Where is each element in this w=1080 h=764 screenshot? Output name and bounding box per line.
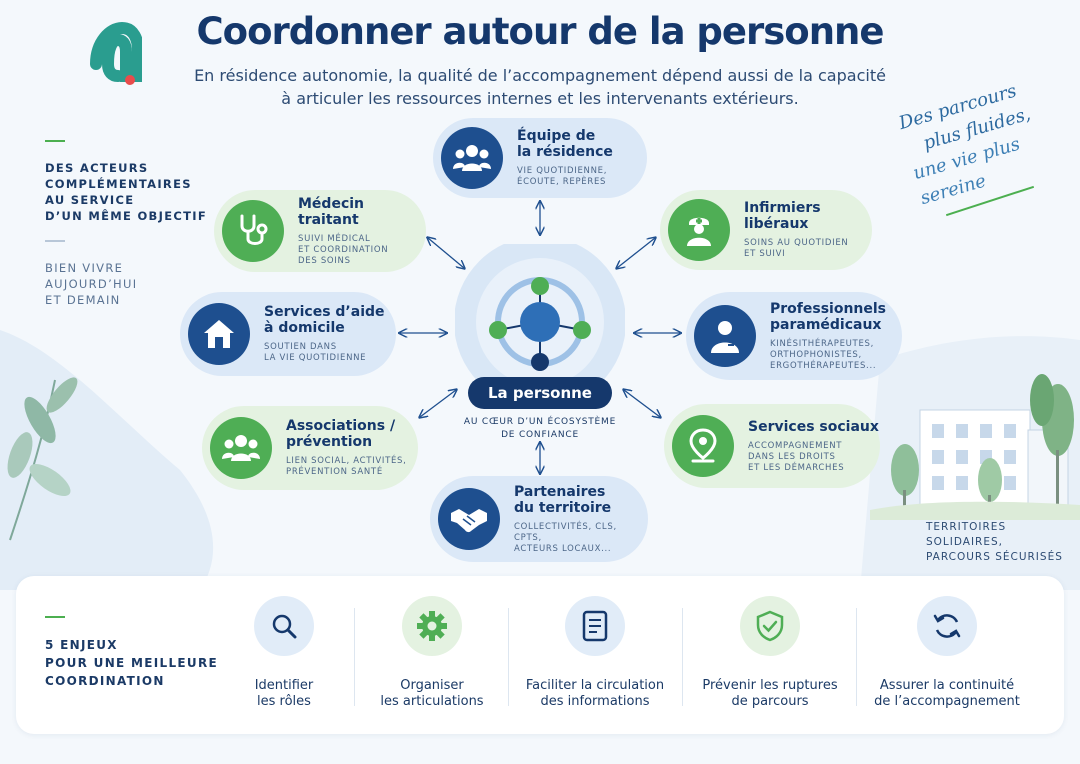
- accent-dash: [45, 140, 65, 142]
- page-subtitle: En résidence autonomie, la qualité de l’…: [180, 64, 900, 110]
- node-description: COLLECTIVITÉS, CLS, CPTS,ACTEURS LOCAUX.…: [514, 521, 617, 554]
- issues-heading-line: POUR UNE MEILLEURE: [45, 656, 218, 670]
- center-subtitle: AU CŒUR D’UN ÉCOSYSTÈME DE CONFIANCE: [440, 416, 640, 442]
- node-associations: Associations /prévention LIEN SOCIAL, AC…: [202, 406, 418, 490]
- gear-icon: [402, 596, 462, 656]
- side-note-line: COMPLÉMENTAIRES: [45, 177, 192, 191]
- side-note-line: AUJOURD’HUI: [45, 277, 138, 291]
- issues-panel: 5 ENJEUX POUR UNE MEILLEURE COORDINATION…: [16, 576, 1064, 734]
- leaf-plant-icon: [7, 377, 78, 541]
- person-badge-icon: [694, 305, 756, 367]
- subtitle-line: En résidence autonomie, la qualité de l’…: [194, 66, 886, 85]
- caption-line: PARCOURS SÉCURISÉS: [926, 551, 1063, 563]
- arrow-medecin: [428, 238, 464, 268]
- search-icon: [254, 596, 314, 656]
- building-illustration: [870, 374, 1080, 520]
- subtitle-line: à articuler les ressources internes et l…: [281, 89, 799, 108]
- node-description: LIEN SOCIAL, ACTIVITÉS,PRÉVENTION SANTÉ: [286, 456, 407, 477]
- node-title: Infirmiers libéraux: [744, 200, 821, 232]
- side-note-line: BIEN VIVRE: [45, 261, 124, 275]
- divider: [508, 608, 509, 706]
- accent-dash: [45, 616, 65, 618]
- issues-heading-line: 5 ENJEUX: [45, 638, 118, 652]
- center-label: La personne: [468, 377, 612, 409]
- refresh-icon: [917, 596, 977, 656]
- center-subtitle-line: DE CONFIANCE: [501, 430, 579, 440]
- person-network-icon: [455, 244, 625, 384]
- center-subtitle-line: AU CŒUR D’UN ÉCOSYSTÈME: [463, 417, 617, 427]
- right-caption: TERRITOIRES SOLIDAIRES, PARCOURS SÉCURIS…: [926, 520, 1076, 565]
- side-note-line: D’UN MÊME OBJECTIF: [45, 209, 207, 223]
- page-title: Coordonner autour de la personne: [196, 10, 885, 53]
- handshake-icon: [438, 488, 500, 550]
- divider: [354, 608, 355, 706]
- divider: [856, 608, 857, 706]
- shield-check-icon: [740, 596, 800, 656]
- location-pin-icon: [672, 415, 734, 477]
- group-icon: [441, 127, 503, 189]
- side-note-block: BIEN VIVRE AUJOURD’HUI ET DEMAIN: [45, 260, 215, 308]
- arrow-associations: [420, 390, 456, 417]
- arrow-sociaux: [624, 390, 660, 417]
- side-note-line: ET DEMAIN: [45, 293, 121, 307]
- side-note-block: DES ACTEURS COMPLÉMENTAIRES AU SERVICE D…: [45, 160, 215, 224]
- home-icon: [188, 303, 250, 365]
- document-icon: [565, 596, 625, 656]
- issues-heading-line: COORDINATION: [45, 674, 165, 688]
- node-description: KINÉSITHÉRAPEUTES,ORTHOPHONISTES,ERGOTHÉ…: [770, 338, 877, 371]
- logo-icon: [90, 21, 142, 85]
- side-note-line: AU SERVICE: [45, 193, 135, 207]
- side-note-line: DES ACTEURS: [45, 161, 149, 175]
- caption-line: TERRITOIRES SOLIDAIRES,: [926, 521, 1007, 548]
- node-title: Associations /prévention: [286, 418, 396, 450]
- stethoscope-icon: [222, 200, 284, 262]
- accent-dash: [45, 240, 65, 242]
- node-title: Services sociaux: [748, 418, 879, 435]
- node-title: Médecin traitant: [298, 195, 365, 228]
- issues-heading: 5 ENJEUX POUR UNE MEILLEURE COORDINATION: [45, 616, 225, 690]
- arrow-infirmiers: [617, 238, 655, 268]
- side-note-left: DES ACTEURS COMPLÉMENTAIRES AU SERVICE D…: [45, 140, 215, 308]
- community-icon: [210, 417, 272, 479]
- divider: [682, 608, 683, 706]
- nurse-icon: [668, 199, 730, 261]
- node-description: VIE QUOTIDIENNE,ÉCOUTE, REPÈRES: [517, 166, 608, 187]
